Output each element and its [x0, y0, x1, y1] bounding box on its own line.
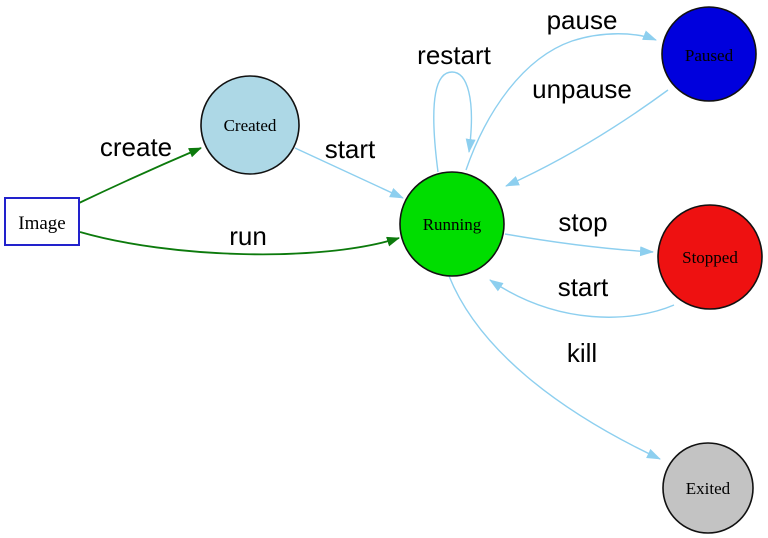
- edge-unpause: [505, 89, 669, 187]
- edge-label-restart: restart: [417, 40, 491, 70]
- node-paused-label: Paused: [685, 46, 734, 65]
- edge-pause: [465, 30, 657, 171]
- edge-label-start-stopped: start: [558, 272, 609, 302]
- edge-label-unpause: unpause: [532, 74, 632, 104]
- edge-label-create: create: [100, 132, 172, 162]
- edge-label-run: run: [229, 221, 267, 251]
- node-created-circle: [200, 75, 300, 175]
- edge-label-start-created: start: [325, 134, 376, 164]
- edge-kill: [448, 275, 661, 460]
- node-stopped: Stopped: [657, 204, 763, 310]
- edge-stop: [504, 233, 654, 257]
- edge-run: [79, 231, 400, 256]
- edge-label-kill: kill: [567, 338, 597, 368]
- node-created-label: Created: [224, 116, 277, 135]
- edge-label-stop: stop: [558, 207, 607, 237]
- node-running: Running: [399, 171, 505, 277]
- node-paused: Paused: [661, 6, 757, 102]
- node-running-label: Running: [423, 215, 482, 234]
- node-exited-label: Exited: [686, 479, 731, 498]
- node-image-label: Image: [18, 213, 65, 234]
- node-paused-circle: [661, 6, 757, 102]
- node-running-circle: [399, 171, 505, 277]
- node-exited: Exited: [662, 442, 754, 534]
- edge-start-created-running: [294, 147, 404, 199]
- node-stopped-circle: [657, 204, 763, 310]
- edge-label-pause: pause: [547, 5, 618, 35]
- edge-create: [78, 147, 202, 204]
- node-image-box: [4, 197, 80, 246]
- node-stopped-label: Stopped: [682, 248, 738, 267]
- node-image: Image: [4, 197, 80, 246]
- node-created: Created: [200, 75, 300, 175]
- edge-restart-self-loop: [433, 71, 476, 173]
- edge-start-stopped-running: [489, 279, 675, 318]
- node-exited-circle: [662, 442, 754, 534]
